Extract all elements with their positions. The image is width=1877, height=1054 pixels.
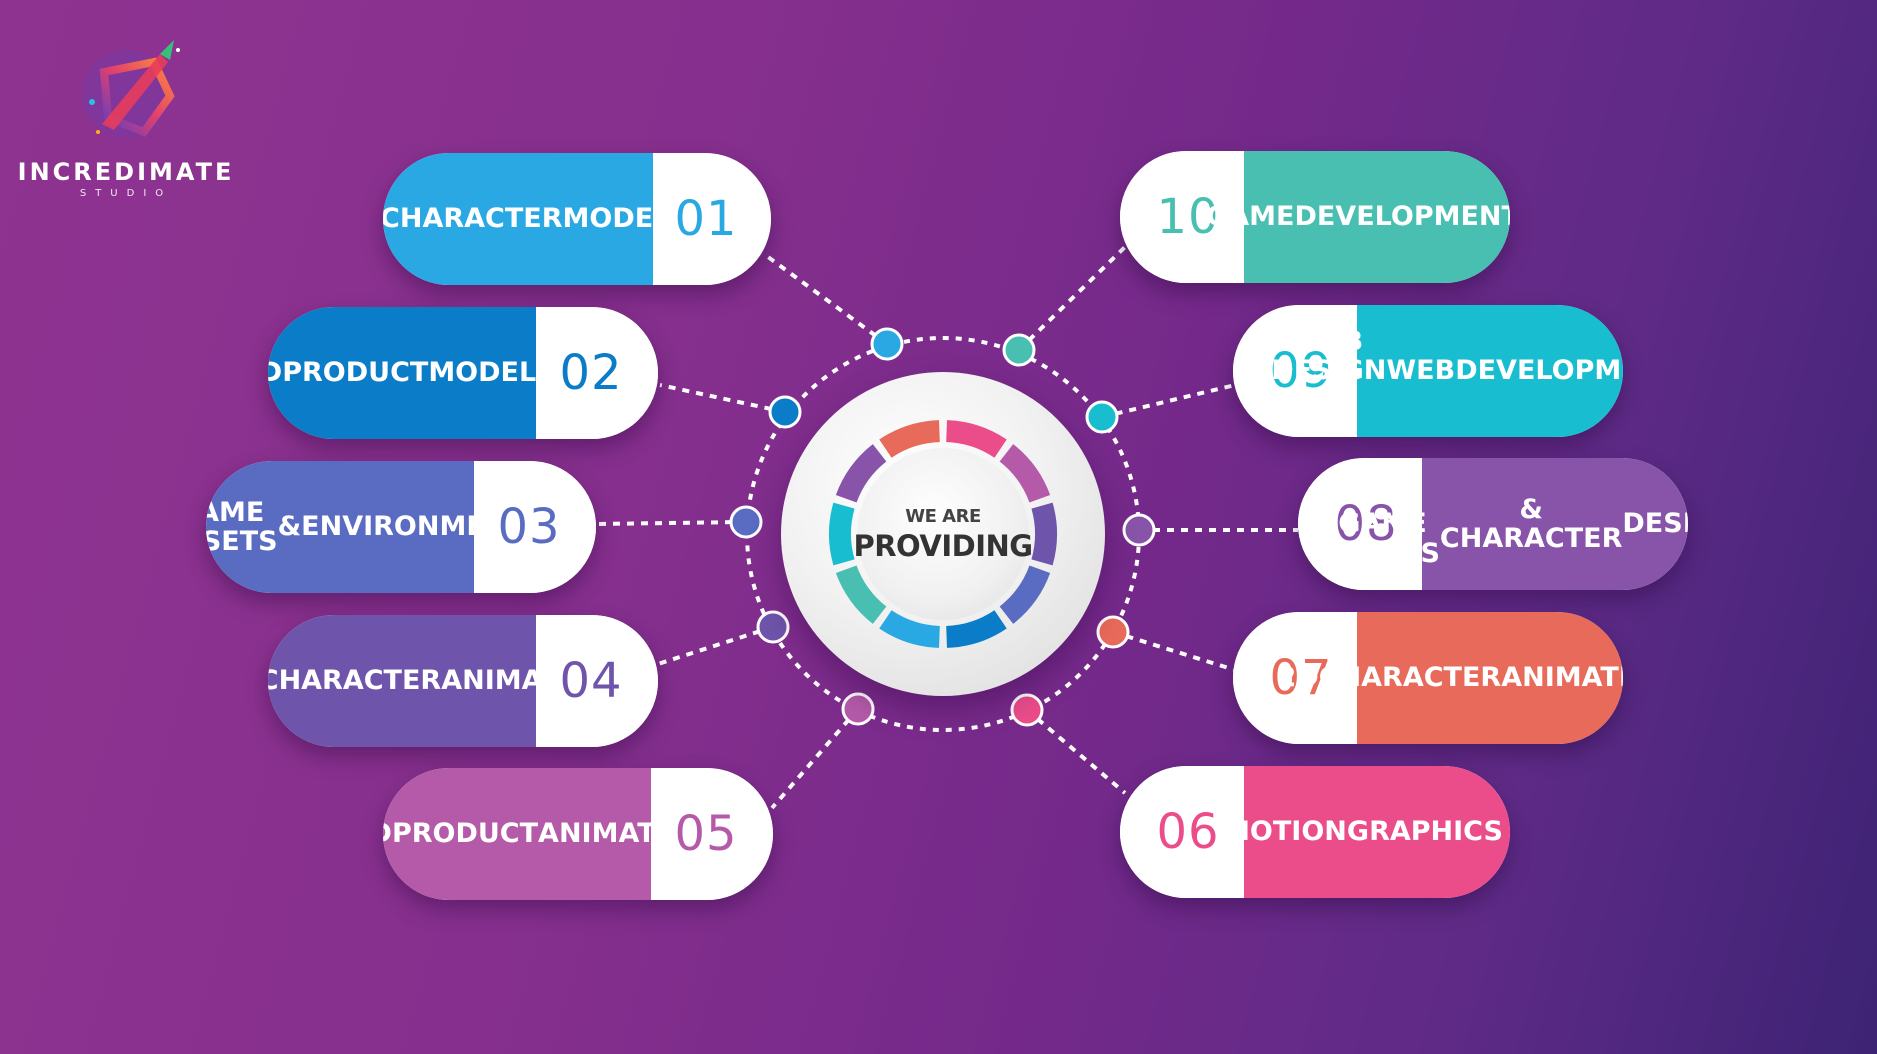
service-pill-05[interactable]: 3DPRODUCTANIMATION 05 [383,768,773,900]
service-label-line: CHARACTER [1318,662,1502,694]
connector-line-02 [659,383,786,414]
service-pill-03[interactable]: GAME ASSETS&ENVIRONMENTS 03 [206,461,596,593]
hub-ring-segment [829,502,855,566]
service-label-line: PRODUCT [391,818,539,850]
service-pill-07[interactable]: 07 2DCHARACTERANIMATION [1233,612,1623,744]
connector-dot-02 [768,395,802,429]
service-label-line: MOTION [1223,816,1347,848]
service-label-line: ANIMATION [1501,662,1623,694]
service-label-09: WEB DESIGN &WEBDEVELOPMENT [1271,305,1623,437]
service-label-02: 3DPRODUCTMODELING [268,307,591,439]
service-label-line: WEB DESIGN & [1271,326,1387,416]
service-label-line: GRAPHICS [1346,816,1503,848]
service-number-07: 07 [1233,612,1357,744]
service-number-10: 10 [1120,151,1244,283]
service-pill-02[interactable]: 3DPRODUCTMODELING 02 [268,307,658,439]
hub-text-line2: PROVIDING [853,528,1033,563]
service-label-line: GAME ASSETS [206,496,278,557]
service-label-04: 3DCHARACTERANIMATION [268,615,614,747]
service-label-line: 2D GAME ASSETS [1325,479,1440,569]
hub-ring-segment [999,565,1051,624]
service-label-line: DEVELOPMENT [1294,201,1510,233]
connector-dot-04 [756,610,790,644]
connector-line-10 [1017,245,1127,352]
service-number-04: 04 [536,615,658,747]
service-label-05: 3DPRODUCTANIMATION [383,768,711,900]
connector-line-01 [762,252,889,346]
connector-dot-06 [1010,693,1044,727]
logo-rocket-icon [82,40,180,138]
service-label-line: WEB [1386,355,1456,387]
service-number-02: 02 [536,307,658,439]
service-number-09: 09 [1233,305,1357,437]
service-pill-01[interactable]: 3DCHARACTERMODELING 01 [383,153,771,285]
service-number-06: 06 [1120,766,1244,898]
hub-ring-segment [999,444,1051,503]
service-label-line: 2D [1277,662,1319,694]
service-label-08: 2D GAME ASSETS& CHARACTERDESIGNS [1325,458,1688,590]
hub-text-line1: WE ARE [905,505,981,527]
connector-line-05 [770,707,860,810]
service-number-08: 08 [1298,458,1422,590]
service-pill-04[interactable]: 3DCHARACTERANIMATION 04 [268,615,658,747]
hub-ring-segment [879,610,941,648]
service-label-line: & CHARACTER [1439,493,1623,554]
service-pill-09[interactable]: 09 WEB DESIGN &WEBDEVELOPMENT [1233,305,1623,437]
hub-color-ring [829,420,1057,648]
service-label-line: 3D [383,819,392,848]
connector-line-03 [595,520,747,526]
hub-ring-segment [945,420,1007,458]
service-label-line: 3D [268,357,283,389]
connector-dot-09 [1085,400,1119,434]
service-number-03: 03 [474,461,596,593]
connector-dot-07 [1096,615,1130,649]
hub-ring-segment [879,420,941,458]
center-hub: WE ARE PROVIDING [781,372,1105,696]
connector-line-07 [1112,630,1236,672]
service-label-line: PRODUCT [282,357,429,389]
hub-center: WE ARE PROVIDING [853,448,1033,620]
connector-line-06 [1025,708,1127,795]
connector-dot-01 [870,327,904,361]
hub-ring-segment [835,444,887,503]
hub-ring-segment [945,610,1007,648]
service-label-03: GAME ASSETS&ENVIRONMENTS [206,461,545,593]
service-number-05: 05 [651,768,773,900]
connector-dot-10 [1002,333,1036,367]
connector-dot-08 [1122,513,1156,547]
logo-subtitle: STUDIO [79,188,173,199]
logo: INCREDIMATE STUDIO [14,26,238,206]
connector-line-04 [657,625,774,666]
service-label-line: CHARACTER [268,665,442,697]
service-label-line: CHARACTER [383,203,563,235]
service-label-line: GAME [1206,201,1295,233]
service-number-01: 01 [653,153,771,285]
hub-ring-segment [835,565,887,624]
connector-dot-03 [729,505,763,539]
service-label-line: DESIGNS [1622,508,1688,540]
hub-ring-segment [1031,502,1057,566]
service-label-01: 3DCHARACTERMODELING [383,153,725,285]
service-label-line: & [277,511,302,543]
service-label-07: 2DCHARACTERANIMATION [1278,612,1623,744]
connector-line-09 [1101,383,1236,419]
logo-name: INCREDIMATE [17,158,235,186]
connector-dot-05 [841,692,875,726]
service-label-line: DEVELOPMENT [1455,355,1623,387]
service-pill-08[interactable]: 08 2D GAME ASSETS& CHARACTERDESIGNS [1298,458,1688,590]
